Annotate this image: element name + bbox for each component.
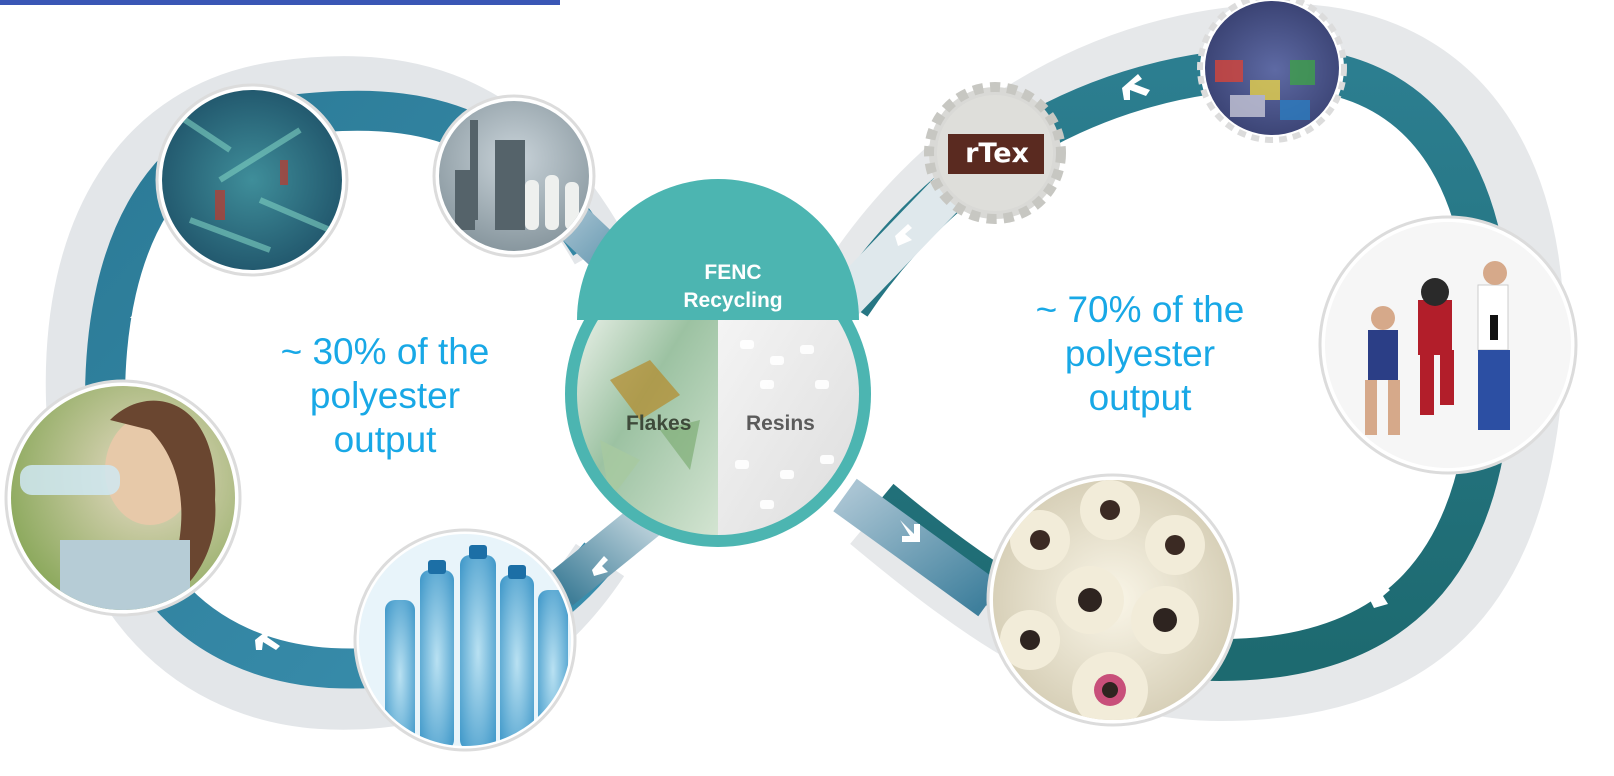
photo-plastic-bottles — [155, 83, 349, 277]
connector-top-right — [820, 166, 975, 324]
photo-clothes-pile — [1197, 0, 1347, 143]
left-loop-note: ~ 30% of the polyester output — [250, 330, 520, 462]
arrow-icon — [1370, 585, 1390, 608]
right-note-line3: output — [1088, 377, 1192, 418]
arrow-icon — [130, 300, 155, 318]
left-note-line2: polyester — [309, 375, 461, 416]
center-top-band — [577, 179, 859, 320]
center-title-line2: Recycling — [683, 289, 783, 312]
arrow-icon — [895, 224, 912, 246]
photo-water-bottles — [353, 528, 577, 752]
arrow-icon — [592, 556, 608, 576]
arrow-icon — [1390, 150, 1412, 172]
photo-factory — [432, 94, 596, 258]
left-note-line1: ~ 30% of the — [280, 331, 490, 372]
arrows — [130, 74, 1412, 650]
center-title-line1: FENC — [704, 261, 762, 284]
flakes-label: Flakes — [626, 412, 692, 435]
photo-yarn-spools — [986, 473, 1240, 727]
rtex-gear — [924, 82, 1066, 224]
arrow-icon — [900, 520, 920, 542]
rtex-badge — [948, 134, 1044, 174]
rtex-badge-label: rTex — [965, 138, 1029, 169]
top-strip — [0, 0, 560, 5]
resins-label: Resins — [746, 412, 815, 435]
right-note-line1: ~ 70% of the — [1035, 289, 1245, 330]
center-title: FENC Recycling — [618, 259, 848, 315]
arrow-icon — [255, 628, 280, 650]
connector-bottom-right — [833, 478, 1002, 617]
photo-woman-drinking — [4, 379, 242, 617]
arrow-icon — [378, 135, 407, 169]
arrow-icon — [1122, 74, 1150, 100]
right-loop-note: ~ 70% of the polyester output — [1010, 288, 1270, 420]
center-photo — [577, 320, 859, 535]
left-note-line3: output — [333, 419, 437, 460]
right-note-line2: polyester — [1064, 333, 1216, 374]
photo-athletes — [1318, 215, 1578, 475]
